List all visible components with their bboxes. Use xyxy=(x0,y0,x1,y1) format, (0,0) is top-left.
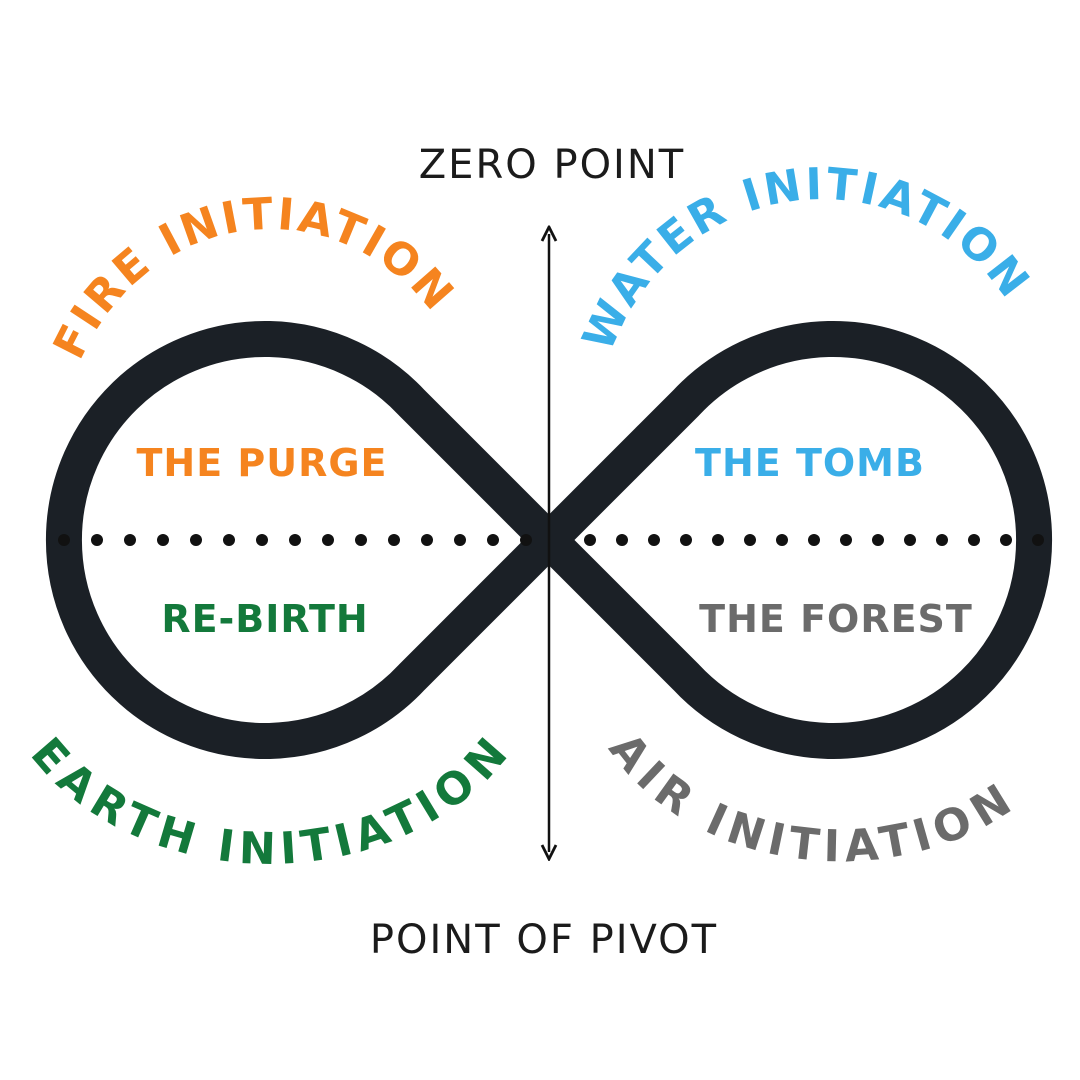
dot xyxy=(1032,534,1044,546)
dot xyxy=(680,534,692,546)
dot xyxy=(421,534,433,546)
dotted-horizontal-line xyxy=(58,534,1044,546)
dot xyxy=(223,534,235,546)
dot xyxy=(388,534,400,546)
dot xyxy=(776,534,788,546)
dot xyxy=(872,534,884,546)
dot xyxy=(289,534,301,546)
dot xyxy=(712,534,724,546)
dot xyxy=(968,534,980,546)
dot xyxy=(744,534,756,546)
the-purge-label: THE PURGE xyxy=(136,441,387,485)
dot xyxy=(355,534,367,546)
dot xyxy=(487,534,499,546)
dot xyxy=(648,534,660,546)
dot xyxy=(322,534,334,546)
dot xyxy=(58,534,70,546)
point-of-pivot-label: POINT OF PIVOT xyxy=(370,917,718,963)
dot xyxy=(520,534,532,546)
zero-point-label: ZERO POINT xyxy=(419,142,685,188)
dot xyxy=(1000,534,1012,546)
re-birth-label: RE-BIRTH xyxy=(161,597,368,641)
dot xyxy=(936,534,948,546)
dot xyxy=(256,534,268,546)
dot xyxy=(904,534,916,546)
dot xyxy=(454,534,466,546)
the-tomb-label: THE TOMB xyxy=(695,441,925,485)
dot xyxy=(616,534,628,546)
dot xyxy=(157,534,169,546)
dot xyxy=(91,534,103,546)
dot xyxy=(808,534,820,546)
dot xyxy=(584,534,596,546)
dot xyxy=(840,534,852,546)
the-forest-label: THE FOREST xyxy=(699,597,973,641)
dot xyxy=(124,534,136,546)
dot xyxy=(190,534,202,546)
